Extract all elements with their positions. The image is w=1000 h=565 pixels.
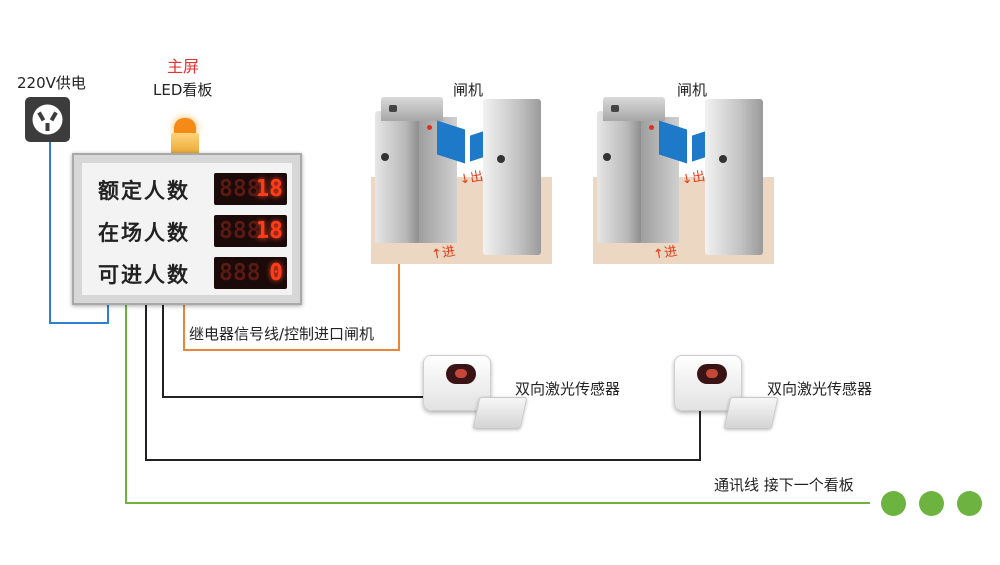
power-label: 220V供电 xyxy=(17,74,86,92)
gate-knob xyxy=(603,153,611,161)
gate-knob xyxy=(381,153,389,161)
board-row-value: 888 0 xyxy=(214,257,287,289)
entry-text: 进 xyxy=(440,244,457,262)
board-digit-ghost: 888 xyxy=(219,176,261,202)
board-digit-value: 0 xyxy=(269,260,283,286)
board-row-value: 888 18 xyxy=(214,173,287,205)
sensor-lens-icon xyxy=(697,364,727,384)
exit-text: 出 xyxy=(468,169,485,187)
continuation-dot xyxy=(881,491,906,516)
gate-right-pillar xyxy=(705,99,763,255)
power-cable xyxy=(49,142,109,324)
card-reader-icon xyxy=(611,105,619,112)
gate-left-pillar xyxy=(597,111,641,243)
board-row-value: 888 18 xyxy=(214,215,287,247)
board-digit-value: 18 xyxy=(255,218,283,244)
indicator-dot xyxy=(427,125,432,130)
main-screen-title: 主屏 xyxy=(167,57,200,76)
board-digit-value: 18 xyxy=(255,176,283,202)
gate-knob xyxy=(497,155,505,163)
sensor-1-label: 双向激光传感器 xyxy=(515,380,621,398)
sensor-2-label: 双向激光传感器 xyxy=(767,380,873,398)
board-row-rated: 额定人数 888 18 xyxy=(92,173,288,205)
comm-line-label: 通讯线 接下一个看板 xyxy=(714,476,854,494)
board-row-available: 可进人数 888 0 xyxy=(92,257,288,289)
power-socket-icon xyxy=(25,97,70,142)
card-reader-icon xyxy=(389,105,397,112)
entry-text: 进 xyxy=(662,244,679,262)
continuation-dot xyxy=(919,491,944,516)
turnstile-gate-2: ↑进 ↓出 xyxy=(593,97,774,264)
sensor-1-cable xyxy=(162,302,430,398)
board-row-present: 在场人数 888 18 xyxy=(92,215,288,247)
relay-signal-cable xyxy=(183,246,400,351)
board-digit-ghost: 888 xyxy=(219,218,261,244)
indicator-dot xyxy=(649,125,654,130)
board-digit-ghost: 888 xyxy=(219,260,261,286)
exit-text: 出 xyxy=(690,169,707,187)
gate-knob xyxy=(719,155,727,163)
continuation-dot xyxy=(957,491,982,516)
warning-light-base xyxy=(171,133,199,155)
main-screen-subtitle: LED看板 xyxy=(153,81,213,99)
sensor-reflector-2 xyxy=(723,397,779,429)
board-row-label: 额定人数 xyxy=(98,179,190,203)
sensor-reflector-1 xyxy=(472,397,528,429)
board-row-label: 在场人数 xyxy=(98,221,190,245)
sensor-lens-icon xyxy=(446,364,476,384)
relay-line-label: 继电器信号线/控制进口闸机 xyxy=(189,325,375,343)
warning-light-icon xyxy=(174,118,196,134)
board-row-label: 可进人数 xyxy=(98,263,190,287)
gate-1-label: 闸机 xyxy=(453,81,484,99)
turnstile-gate-1: ↑进 ↓出 xyxy=(371,97,552,264)
gate-left-pillar xyxy=(375,111,419,243)
led-board: 额定人数 888 18 在场人数 888 18 可进人数 888 0 xyxy=(72,153,302,305)
comm-cable xyxy=(125,302,870,504)
gate-right-pillar xyxy=(483,99,541,255)
gate-2-label: 闸机 xyxy=(677,81,708,99)
sensor-2-cable xyxy=(145,302,701,461)
